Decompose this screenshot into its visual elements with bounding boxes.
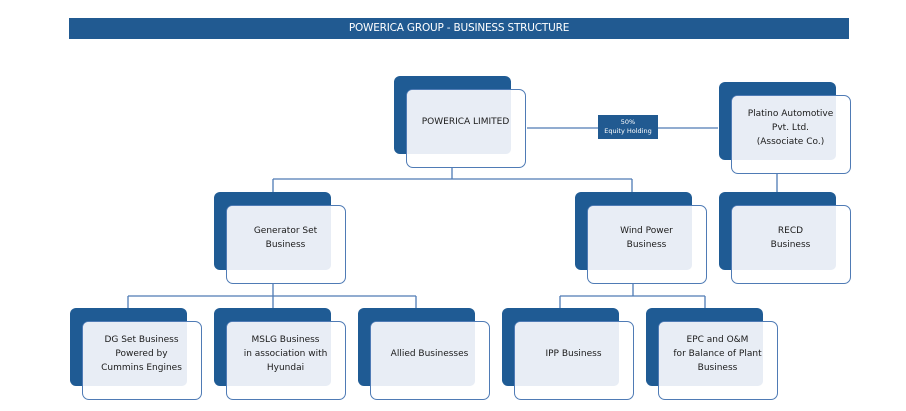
node-label: IPP Business — [545, 349, 602, 359]
node-fill — [732, 96, 836, 160]
node-fill — [732, 206, 836, 270]
node-allied-businesses: Allied Businesses — [358, 308, 490, 400]
node-label: MSLG Business in association with Hyunda… — [243, 335, 328, 373]
node-label: Generator Set Business — [253, 226, 318, 250]
node-ipp-business: IPP Business — [502, 308, 634, 400]
node-label: DG Set Business Powered by Cummins Engin… — [101, 335, 182, 373]
node-fill — [407, 90, 511, 154]
node-generator-set-business: Generator Set Business — [214, 192, 346, 284]
node-fill — [227, 206, 331, 270]
node-fill — [371, 322, 475, 386]
node-label: RECD Business — [770, 226, 811, 250]
node-fill — [659, 322, 763, 386]
node-powerica-limited: POWERICA LIMITED — [394, 76, 526, 168]
node-platino-automotive: Platino Automotive Pvt. Ltd. (Associate … — [719, 82, 851, 174]
equity-holding-badge: 50% Equity Holding — [598, 115, 658, 139]
node-label: Platino Automotive Pvt. Ltd. (Associate … — [747, 109, 834, 147]
node-epc-om-business: EPC and O&M for Balance of Plant Busines… — [646, 308, 778, 400]
node-fill — [588, 206, 692, 270]
node-fill — [227, 322, 331, 386]
node-label: POWERICA LIMITED — [421, 117, 510, 127]
node-label: EPC and O&M for Balance of Plant Busines… — [673, 335, 762, 373]
node-recd-business: RECD Business — [719, 192, 851, 284]
node-label: Wind Power Business — [620, 226, 673, 250]
node-wind-power-business: Wind Power Business — [575, 192, 707, 284]
node-fill — [515, 322, 619, 386]
node-fill — [83, 322, 187, 386]
node-dg-set-business: DG Set Business Powered by Cummins Engin… — [70, 308, 202, 400]
node-label: Allied Businesses — [390, 349, 469, 359]
page-title-banner: POWERICA GROUP - BUSINESS STRUCTURE — [69, 18, 849, 39]
node-mslg-business: MSLG Business in association with Hyunda… — [214, 308, 346, 400]
